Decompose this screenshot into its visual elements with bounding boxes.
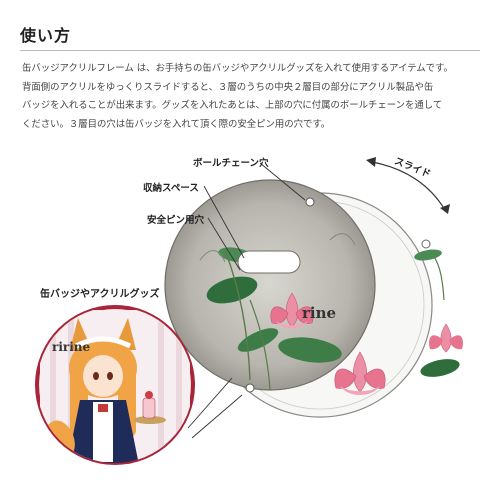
can-badge: ririne [35, 305, 195, 465]
leader-storage [203, 185, 245, 259]
leader-badge-2 [191, 394, 243, 439]
front-bottom-hole [245, 383, 255, 393]
label-storage-space: 収納スペース [143, 183, 199, 194]
description: 缶バッジアクリルフレーム は、お手持ちの缶バッジやアクリルグッズを入れて使用する… [22, 60, 482, 134]
ball-chain-hole [305, 197, 315, 207]
section-title: 使い方 [20, 26, 72, 45]
leader-badge [187, 377, 233, 429]
description-line: 缶バッジアクリルフレーム は、お手持ちの缶バッジやアクリルグッズを入れて使用する… [22, 63, 453, 74]
slide-arrow [371, 161, 446, 211]
description-line: ください。３層目の穴は缶バッジを入れて頂く際の安全ピン用の穴です。 [22, 118, 331, 130]
lotus-flowers [270, 249, 463, 395]
label-ball-chain-hole: ボールチェーン穴 [193, 158, 269, 169]
leader-ball-chain [259, 162, 306, 201]
storage-slot [237, 250, 301, 274]
title-divider [20, 50, 480, 51]
badge-brand-text: ririne [52, 340, 90, 354]
badge-caption: 缶バッジやアクリルグッズ [40, 289, 160, 300]
frame-brand-text: rine [302, 304, 336, 322]
safety-pin-hole [421, 239, 431, 249]
front-frame-layer [164, 179, 376, 393]
leader-safety-pin [207, 217, 241, 271]
label-safety-pin-hole: 安全ピン用穴 [147, 215, 205, 226]
description-line: バッジを入れることが出来ます。グッズを入れたあとは、上部の穴に付属のボールチェー… [22, 100, 443, 111]
description-line: 背面側のアクリルをゆっくりスライドすると、３層のうちの中央２層目の部分にアクリル… [22, 81, 434, 93]
